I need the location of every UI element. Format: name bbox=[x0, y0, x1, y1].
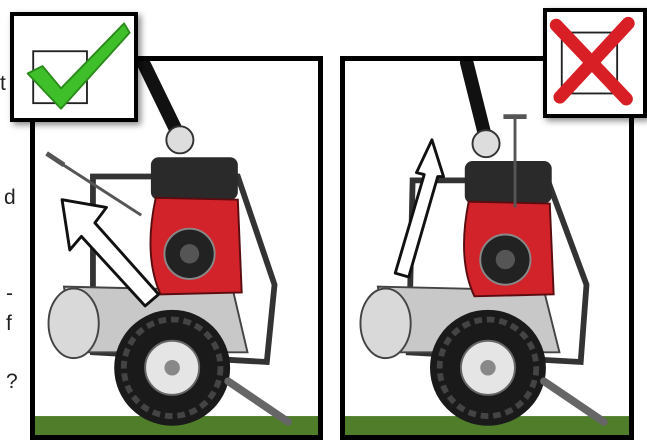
text-fragment-question: ? bbox=[6, 370, 18, 394]
incorrect-badge bbox=[543, 8, 647, 118]
handle-clamp bbox=[473, 130, 500, 157]
text-fragment-d: d bbox=[4, 186, 16, 210]
text-fragment-t: t bbox=[0, 72, 6, 96]
rear-stand bbox=[544, 381, 604, 422]
roller-drum bbox=[49, 289, 99, 359]
rear-stand bbox=[228, 381, 288, 422]
cross-icon bbox=[547, 12, 643, 114]
checkmark-icon bbox=[14, 16, 134, 118]
roller-drum bbox=[360, 289, 410, 359]
text-fragment-f: f bbox=[6, 312, 12, 336]
tilt-direction-arrow bbox=[395, 140, 443, 277]
engine-top bbox=[151, 157, 238, 199]
text-fragment-dash: - bbox=[6, 282, 13, 306]
engine-top bbox=[465, 161, 552, 204]
handle-clamp bbox=[166, 126, 193, 153]
handle-pole bbox=[467, 63, 486, 140]
correct-badge bbox=[10, 12, 138, 122]
